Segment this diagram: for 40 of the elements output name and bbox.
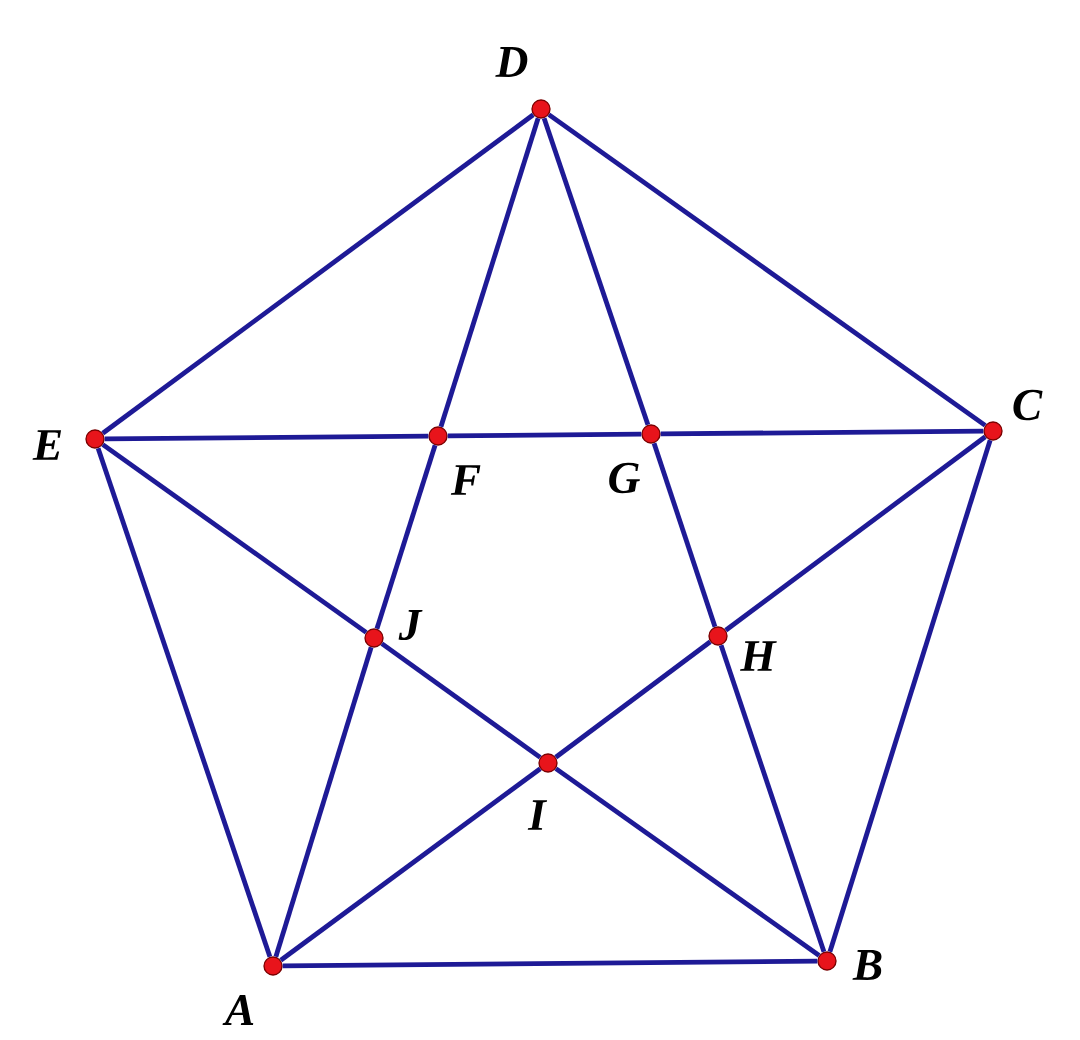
point-label: E xyxy=(32,430,62,460)
point-dot xyxy=(708,626,728,646)
line-segment xyxy=(547,112,987,428)
point-dot xyxy=(983,421,1003,441)
point-label: D xyxy=(495,47,528,77)
line-segment xyxy=(724,434,987,633)
point-label: G xyxy=(609,462,640,494)
line-segment xyxy=(554,639,712,760)
line-segment xyxy=(380,641,542,760)
point-label: A xyxy=(222,995,254,1025)
line-segment xyxy=(554,766,821,958)
point-label: H xyxy=(740,641,777,671)
point-label: B xyxy=(852,950,882,980)
point-dot xyxy=(85,429,105,449)
line-segment xyxy=(95,447,273,958)
line-segment xyxy=(651,442,718,628)
line-segment xyxy=(282,958,818,969)
line-segment xyxy=(718,644,827,953)
point-label: J xyxy=(398,609,423,641)
line-segment xyxy=(101,112,535,436)
line-segment xyxy=(447,431,642,439)
line-segment xyxy=(101,442,368,635)
line-segment xyxy=(541,117,651,426)
line-segment xyxy=(374,444,438,630)
line-segment xyxy=(279,766,542,963)
point-dot xyxy=(428,426,448,446)
line-segment xyxy=(438,117,541,428)
point-label: C xyxy=(1013,389,1043,421)
line-segment xyxy=(273,646,374,958)
point-label: F xyxy=(450,465,481,495)
point-dot xyxy=(531,99,551,119)
point-dot xyxy=(817,951,837,971)
point-dot xyxy=(538,753,558,773)
line-segment xyxy=(827,439,993,953)
point-dot xyxy=(364,628,384,648)
line-segment xyxy=(660,428,984,437)
point-dot xyxy=(263,956,283,976)
line-segment xyxy=(104,433,429,442)
point-label: I xyxy=(527,800,548,830)
point-dot xyxy=(641,424,661,444)
